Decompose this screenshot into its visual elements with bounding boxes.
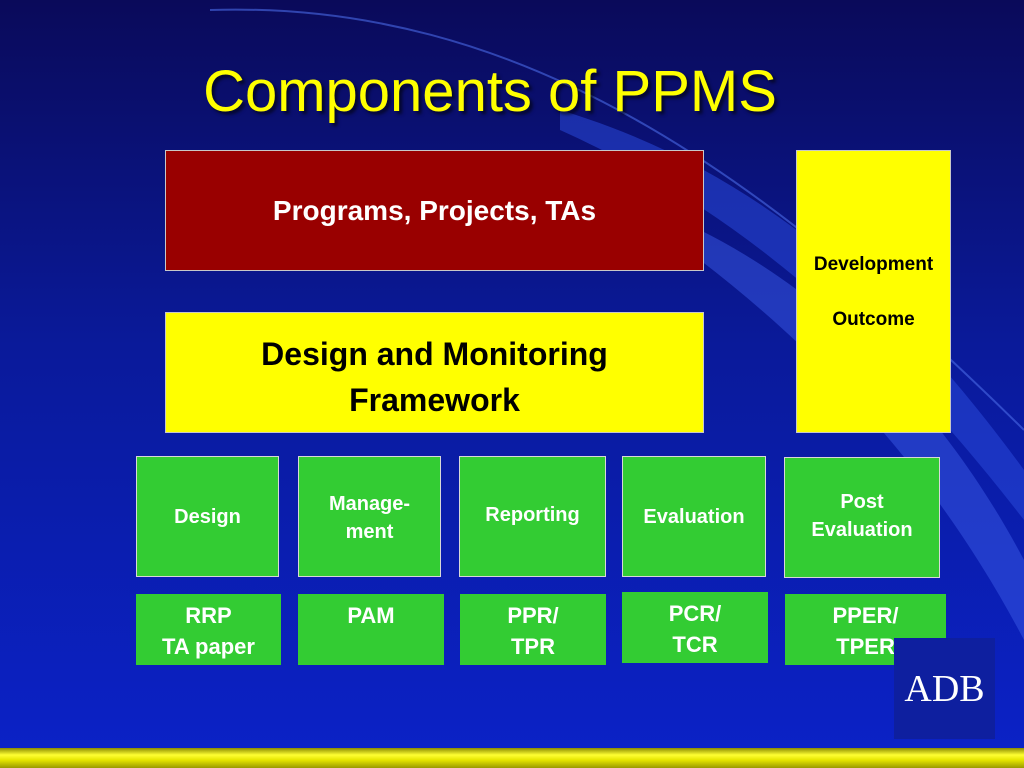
stage-label: Reporting	[485, 504, 580, 526]
stage-label: Design	[174, 505, 241, 528]
doc-box-ppr: PPR/ TPR	[460, 594, 606, 665]
programs-label: Programs, Projects, TAs	[272, 194, 597, 226]
adb-logo: ADB	[894, 638, 995, 739]
doc-label: PAM	[347, 603, 395, 628]
stage-box-post-evaluation: Post Evaluation	[784, 457, 940, 578]
stage-box-management: Manage- ment	[298, 456, 441, 577]
bottom-accent-bar	[0, 748, 1024, 768]
doc-label: RRP TA paper	[162, 603, 255, 659]
framework-box: Design and Monitoring Framework	[165, 312, 704, 433]
stage-box-evaluation: Evaluation	[622, 456, 766, 577]
framework-label: Design and Monitoring Framework	[261, 336, 608, 419]
doc-box-pcr: PCR/ TCR	[622, 592, 768, 663]
doc-label: PPER/ TPER	[832, 603, 899, 659]
outcome-line1: Development	[813, 254, 934, 275]
outcome-line2: Outcome	[832, 309, 915, 330]
stage-label: Manage- ment	[328, 493, 411, 543]
doc-box-rrp: RRP TA paper	[136, 594, 281, 665]
development-outcome-box: Development Outcome	[796, 150, 951, 433]
stage-label: Post Evaluation	[811, 491, 913, 541]
slide-title: Components of PPMS	[203, 59, 777, 124]
doc-label: PPR/ TPR	[507, 603, 559, 659]
doc-label: PCR/ TCR	[668, 601, 722, 657]
stage-label: Evaluation	[643, 505, 745, 528]
stage-box-reporting: Reporting	[459, 456, 606, 577]
stage-box-design: Design	[136, 456, 279, 577]
doc-box-pam: PAM	[298, 594, 444, 665]
adb-logo-text: ADB	[904, 667, 985, 710]
programs-box: Programs, Projects, TAs	[165, 150, 704, 271]
